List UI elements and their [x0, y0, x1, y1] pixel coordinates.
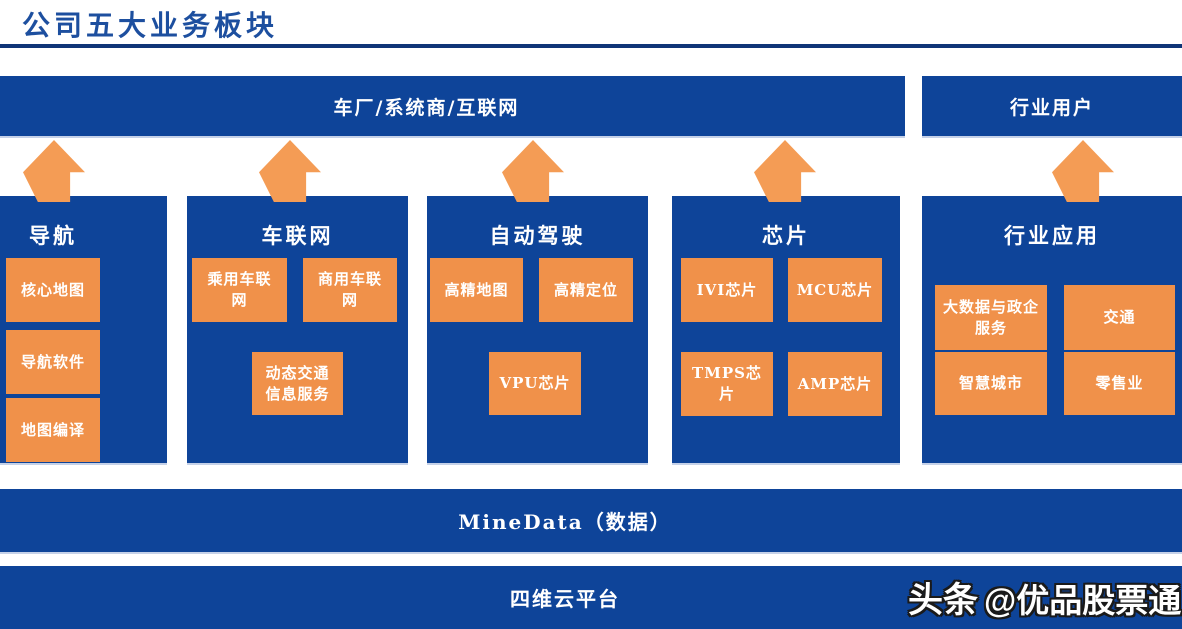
- toutiao-watermark: 头条@优品股票通: [908, 572, 1181, 623]
- top-bar-oem-channel: 车厂/系统商/互联网: [0, 76, 905, 136]
- column-connected-car-title: 车联网: [261, 223, 334, 248]
- up-arrow-navigation: [23, 140, 85, 202]
- column-autonomous-driving: 自动驾驶: [427, 196, 648, 463]
- item-map-compilation: 地图编译: [6, 398, 100, 462]
- item-navigation-software: 导航软件: [6, 330, 100, 394]
- column-connected-car: 车联网: [187, 196, 408, 463]
- item-dynamic-traffic-info-service: 动态交通信息服务: [252, 352, 343, 415]
- up-arrow-chips: [754, 140, 816, 202]
- top-bar-industry-users-label: 行业用户: [1009, 96, 1094, 119]
- column-autonomous-driving-title: 自动驾驶: [489, 223, 586, 248]
- column-navigation-title: 导航: [29, 223, 77, 248]
- column-chips: 芯片: [672, 196, 900, 463]
- top-bar-industry-users: 行业用户: [922, 76, 1182, 136]
- toutiao-logo: 头条: [908, 581, 979, 620]
- minedata-bar: MineData（数据）: [0, 489, 1182, 552]
- item-transportation: 交通: [1064, 285, 1175, 350]
- up-arrow-industry-applications: [1052, 140, 1114, 202]
- item-amp-chip: AMP芯片: [788, 352, 882, 416]
- up-arrow-connected-car: [259, 140, 321, 202]
- item-hd-positioning: 高精定位: [539, 258, 633, 322]
- minedata-bar-label: MineData（数据）: [458, 510, 672, 534]
- title-underline: [0, 44, 1182, 48]
- item-tmps-chip: TMPS芯片: [681, 352, 773, 416]
- cloud-platform-bar-label: 四维云平台: [510, 587, 620, 611]
- up-arrow-autonomous-driving: [502, 140, 564, 202]
- page-title: 公司五大业务板块: [22, 9, 279, 42]
- item-mcu-chip: MCU芯片: [788, 258, 882, 322]
- item-commercial-connected-car: 商用车联网: [303, 258, 397, 322]
- item-retail: 零售业: [1064, 352, 1175, 415]
- item-core-map: 核心地图: [6, 258, 100, 322]
- item-smart-city: 智慧城市: [935, 352, 1047, 415]
- item-ivi-chip: IVI芯片: [681, 258, 773, 322]
- column-industry-applications-title: 行业应用: [1004, 223, 1100, 248]
- top-bar-oem-channel-label: 车厂/系统商/互联网: [333, 96, 520, 119]
- cloud-platform-bar: 四维云平台: [0, 566, 1182, 629]
- item-hd-map: 高精地图: [430, 258, 523, 322]
- item-bigdata-gov-enterprise-service: 大数据与政企服务: [935, 285, 1047, 350]
- item-passenger-connected-car: 乘用车联网: [192, 258, 287, 322]
- item-vpu-chip: VPU芯片: [489, 352, 581, 415]
- column-chips-title: 芯片: [762, 223, 810, 248]
- toutiao-handle: @优品股票通: [984, 582, 1182, 619]
